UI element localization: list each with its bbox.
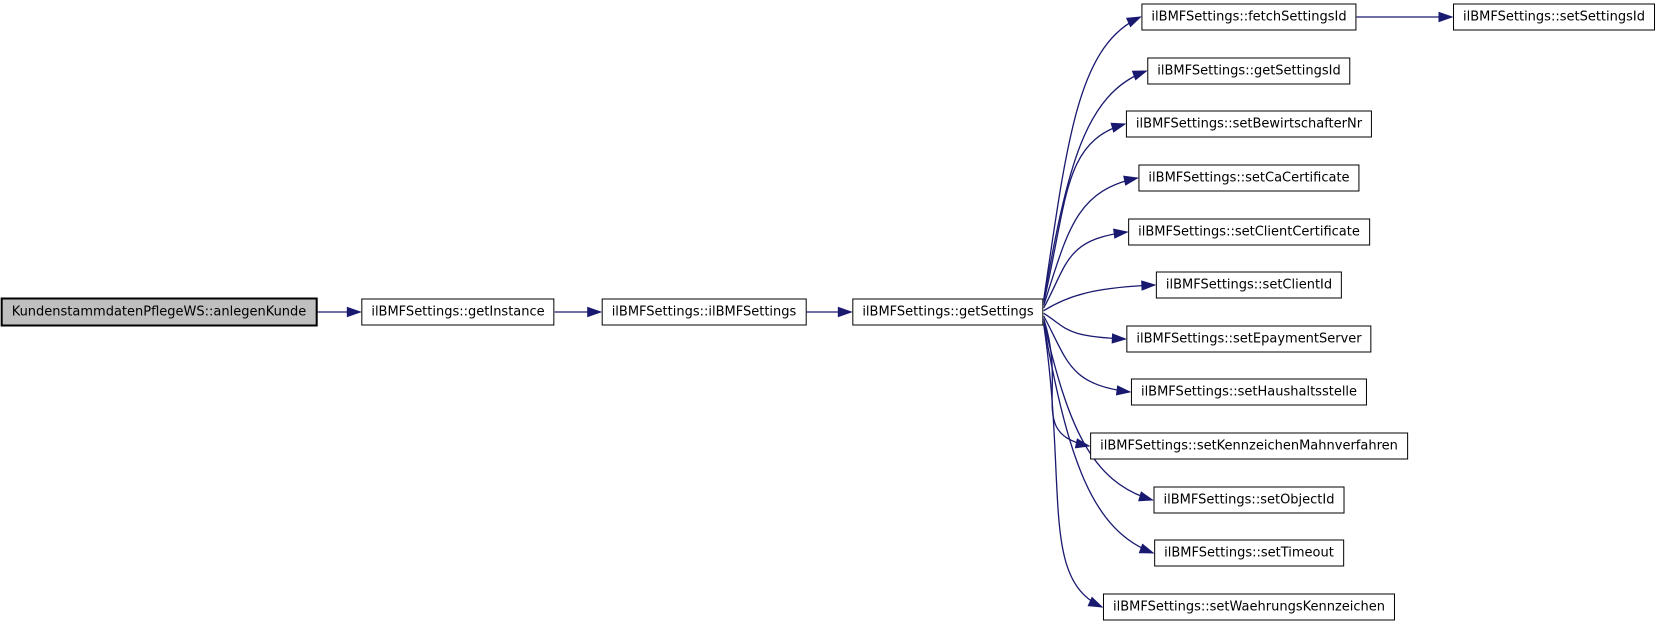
graph-node-getSettings[interactable]: ilBMFSettings::getSettings	[852, 298, 1044, 326]
graph-node-setCaCertificate[interactable]: ilBMFSettings::setCaCertificate	[1138, 164, 1360, 192]
graph-node-setSettingsId[interactable]: ilBMFSettings::setSettingsId	[1453, 3, 1655, 31]
graph-node-getInstance[interactable]: ilBMFSettings::getInstance	[361, 298, 555, 326]
graph-node-ilBMFSettings-constructor[interactable]: ilBMFSettings::ilBMFSettings	[601, 298, 807, 326]
graph-node-setHaushaltsstelle[interactable]: ilBMFSettings::setHaushaltsstelle	[1130, 378, 1368, 406]
graph-node-setEpaymentServer[interactable]: ilBMFSettings::setEpaymentServer	[1126, 325, 1372, 353]
graph-node-setTimeout[interactable]: ilBMFSettings::setTimeout	[1154, 539, 1344, 567]
graph-node-setClientId[interactable]: ilBMFSettings::setClientId	[1155, 271, 1343, 299]
graph-node-fetchSettingsId[interactable]: ilBMFSettings::fetchSettingsId	[1141, 3, 1357, 31]
graph-node-setKennzeichenMahnverfahren[interactable]: ilBMFSettings::setKennzeichenMahnverfahr…	[1090, 432, 1408, 460]
graph-node-getSettingsId[interactable]: ilBMFSettings::getSettingsId	[1147, 57, 1351, 85]
graph-node-setBewirtschafterNr[interactable]: ilBMFSettings::setBewirtschafterNr	[1125, 110, 1373, 138]
graph-node-setWaehrungsKennzeichen[interactable]: ilBMFSettings::setWaehrungsKennzeichen	[1102, 593, 1396, 621]
graph-node-anlegenKunde: KundenstammdatenPflegeWS::anlegenKunde	[0, 297, 318, 327]
graph-node-setClientCertificate[interactable]: ilBMFSettings::setClientCertificate	[1128, 218, 1370, 246]
graph-node-setObjectId[interactable]: ilBMFSettings::setObjectId	[1153, 486, 1345, 514]
